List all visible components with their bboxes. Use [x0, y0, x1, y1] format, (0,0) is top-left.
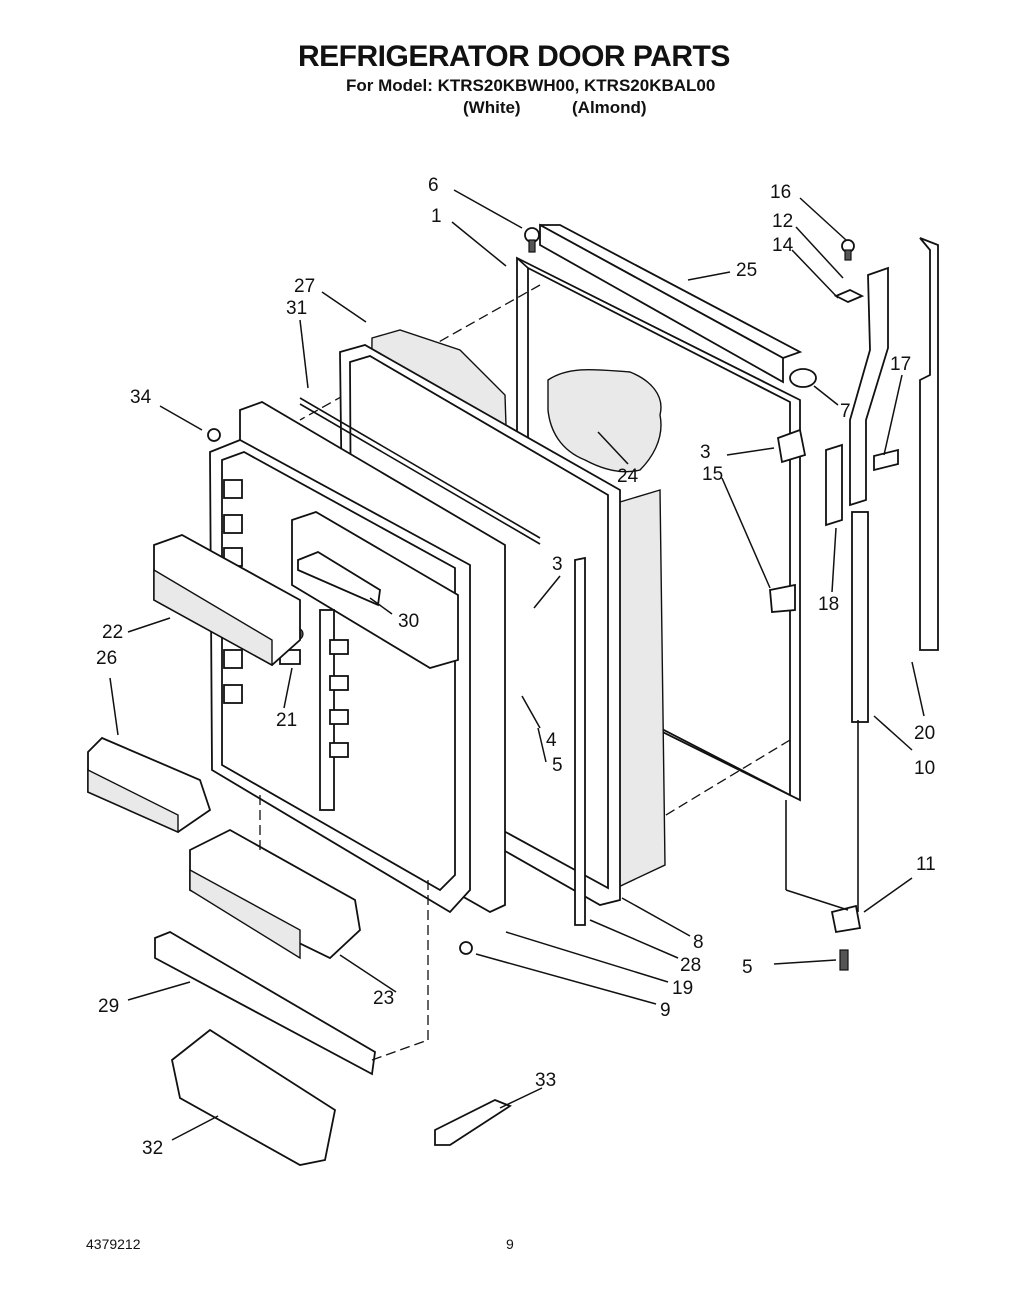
callout-30: 30 — [398, 611, 419, 632]
callout-17: 17 — [890, 354, 911, 375]
callout-34: 34 — [130, 387, 152, 408]
model-line: For Model: KTRS20KBWH00, KTRS20KBAL00 — [346, 76, 716, 95]
callout-24: 24 — [617, 466, 639, 487]
callout-32: 32 — [142, 1138, 163, 1159]
callout-10: 10 — [914, 758, 935, 779]
callout-7: 7 — [840, 401, 851, 422]
callout-14: 14 — [772, 235, 794, 256]
callout-3-upper: 3 — [700, 442, 711, 463]
dairy-door — [153, 534, 301, 667]
leader-arrows — [109, 189, 925, 1141]
callout-22: 22 — [102, 622, 123, 643]
callout-21: 21 — [276, 710, 297, 731]
color-almond-label: (Almond) — [572, 98, 647, 117]
callout-labels: 6 1 25 16 12 14 27 31 17 34 7 24 3 15 3 … — [96, 175, 936, 1159]
callout-12: 12 — [772, 211, 793, 232]
callout-5-upper: 5 — [552, 755, 563, 776]
callout-8: 8 — [693, 932, 704, 953]
door-liner — [209, 401, 506, 914]
callout-29: 29 — [98, 996, 119, 1017]
callout-25: 25 — [736, 260, 757, 281]
callout-18: 18 — [818, 594, 839, 615]
document-number: 4379212 — [86, 1236, 141, 1252]
callout-26: 26 — [96, 648, 117, 669]
callout-1: 1 — [431, 206, 442, 227]
callout-28: 28 — [680, 955, 701, 976]
callout-11: 11 — [916, 854, 936, 875]
callout-23: 23 — [373, 988, 394, 1009]
callout-16: 16 — [770, 182, 791, 203]
callout-3-lower: 3 — [552, 554, 563, 575]
callout-15: 15 — [702, 464, 723, 485]
color-white-label: (White) — [463, 98, 521, 117]
callout-33: 33 — [535, 1070, 556, 1091]
door-bins — [87, 736, 512, 1166]
door-handle-assembly — [825, 237, 939, 723]
top-trim — [539, 223, 803, 384]
callout-5-lower: 5 — [742, 957, 753, 978]
callout-27: 27 — [294, 276, 315, 297]
callout-9: 9 — [660, 1000, 671, 1021]
callout-6: 6 — [428, 175, 439, 196]
callout-31: 31 — [286, 298, 307, 319]
callout-19: 19 — [672, 978, 693, 999]
page-title: REFRIGERATOR DOOR PARTS — [298, 40, 730, 73]
callout-4: 4 — [546, 730, 557, 751]
page-number: 9 — [506, 1236, 514, 1252]
callout-20: 20 — [914, 723, 935, 744]
